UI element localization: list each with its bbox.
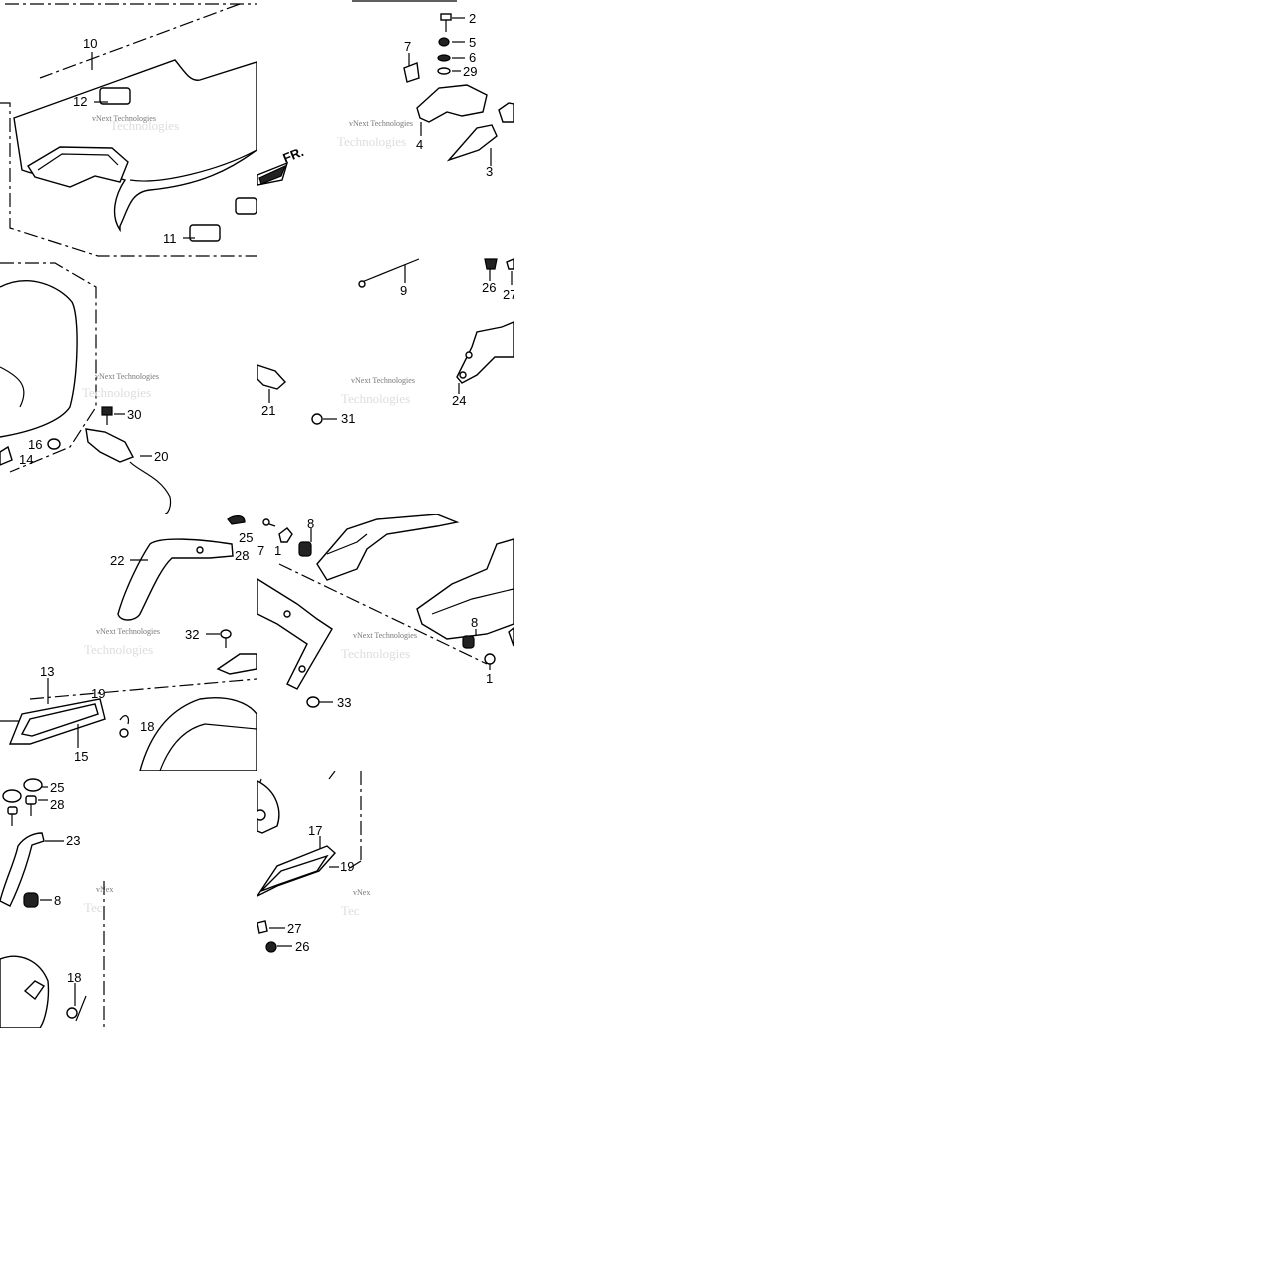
label-part-10: 10 [83, 36, 97, 51]
tile-seat-lower: 30 16 14 20 vNext Technologies Technolog… [0, 257, 257, 514]
label-part-28: 28 [235, 548, 249, 563]
label-part-19: 19 [91, 686, 105, 701]
label-part-25: 25 [239, 530, 253, 545]
watermark-partial-faint: Tec [84, 900, 103, 915]
tile-seat-main: 10 12 11 vNext Technologies Technologies [0, 0, 257, 257]
label-part-27b: 7 [257, 543, 264, 558]
label-part-19b: 19 [340, 859, 354, 874]
watermark-faint: Technologies [337, 134, 406, 149]
label-part-32: 32 [185, 627, 199, 642]
label-part-4: 4 [416, 137, 423, 152]
label-part-6: 6 [469, 50, 476, 65]
watermark: vNext Technologies [353, 631, 417, 640]
tile-cable-bracket: 9 26 27 24 21 31 vNext Technologies Tech… [257, 257, 514, 514]
label-part-22: 22 [110, 553, 124, 568]
watermark-faint: Technologies [110, 118, 179, 133]
label-part-8c: 8 [54, 893, 61, 908]
watermark-partial: vNex [96, 885, 113, 894]
watermark: vNext Technologies [351, 376, 415, 385]
label-part-8b: 8 [471, 615, 478, 630]
label-part-14: 14 [19, 452, 33, 467]
label-part-18: 18 [140, 719, 154, 734]
label-part-5: 5 [469, 35, 476, 50]
watermark-faint: Technologies [341, 646, 410, 661]
tile-rear-frame: 7 1 8 8 1 33 vNext Technologies Technolo… [257, 514, 514, 771]
label-part-28b: 28 [50, 797, 64, 812]
label-part-17: 17 [308, 823, 322, 838]
label-part-16: 16 [28, 437, 42, 452]
label-part-25b: 25 [50, 780, 64, 795]
label-part-2: 2 [469, 11, 476, 26]
label-part-9: 9 [400, 283, 407, 298]
label-part-13: 13 [40, 664, 54, 679]
label-part-11: 11 [163, 231, 177, 246]
label-part-21: 21 [261, 403, 275, 418]
tile-seat-lock: FR. 2 5 6 29 7 4 3 vNext Technologies [257, 0, 514, 257]
label-part-23: 23 [66, 833, 80, 848]
label-part-20: 20 [154, 449, 168, 464]
label-part-1b: 1 [486, 671, 493, 686]
watermark-faint: Technologies [84, 642, 153, 657]
watermark: vNext Technologies [349, 119, 413, 128]
watermark: vNext Technologies [92, 114, 156, 123]
label-part-8: 8 [307, 516, 314, 531]
label-front-arrow: FR. [281, 144, 306, 166]
label-part-15: 15 [74, 749, 88, 764]
label-part-24: 24 [452, 393, 466, 408]
label-part-30: 30 [127, 407, 141, 422]
tile-rail-left: 25 28 23 8 18 vNex Tec [0, 771, 257, 1028]
watermark-partial-faint: Tec [341, 903, 360, 918]
watermark: vNext Technologies [95, 372, 159, 381]
label-part-1: 1 [274, 543, 281, 558]
label-part-12: 12 [73, 94, 87, 109]
label-part-3: 3 [486, 164, 493, 179]
label-part-26: 26 [482, 280, 496, 295]
label-part-29: 29 [463, 64, 477, 79]
tile-rear-cover: 17 19 27 26 vNex Tec [257, 771, 514, 1028]
label-part-27c: 27 [287, 921, 301, 936]
watermark-faint: Technologies [341, 391, 410, 406]
label-part-26b: 26 [295, 939, 309, 954]
watermark: vNext Technologies [96, 627, 160, 636]
tile-grab-rail: 22 25 28 32 13 19 15 18 vNext Technologi… [0, 514, 257, 771]
label-part-18b: 18 [67, 970, 81, 985]
watermark-faint: Technologies [82, 385, 151, 400]
label-part-33: 33 [337, 695, 351, 710]
label-part-7: 7 [404, 39, 411, 54]
watermark-partial: vNex [353, 888, 370, 897]
label-part-31: 31 [341, 411, 355, 426]
label-part-27: 27 [503, 287, 514, 302]
